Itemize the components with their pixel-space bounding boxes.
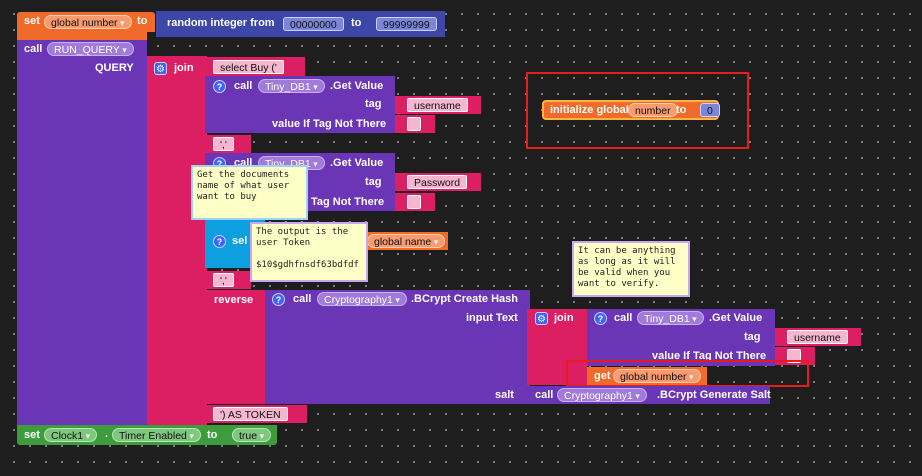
text-quote-block-1[interactable]: ',' bbox=[205, 135, 251, 153]
tag-not-there-label: Tag Not There bbox=[311, 196, 385, 208]
value-if-tag-not-there-label: value If Tag Not There bbox=[272, 118, 387, 130]
tag-label: tag bbox=[365, 98, 382, 110]
call-keyword: call bbox=[614, 312, 633, 324]
empty-text-value-3[interactable] bbox=[787, 349, 801, 363]
join-keyword: join bbox=[554, 312, 574, 324]
init-value[interactable]: 0 bbox=[700, 103, 720, 117]
set-keyword: set bbox=[24, 15, 40, 27]
join-mutator-icon[interactable]: ⚙ bbox=[535, 312, 548, 325]
global-number-dropdown[interactable]: global number bbox=[613, 369, 701, 383]
query-param-label: QUERY bbox=[95, 62, 134, 74]
component-dropdown[interactable]: Tiny_DB1 bbox=[258, 79, 325, 93]
empty-text-value[interactable] bbox=[407, 117, 421, 131]
comment-bubble-2[interactable]: The output is the user Token $10$gdhfnsd… bbox=[250, 222, 368, 282]
select-keyword: sel bbox=[232, 235, 248, 247]
tag-label: tag bbox=[365, 176, 382, 188]
help-icon[interactable]: ? bbox=[272, 293, 285, 306]
get-global-number-block[interactable]: get global number bbox=[587, 367, 707, 385]
component-dropdown[interactable]: Cryptography1 bbox=[317, 292, 407, 306]
text-quote-block-2[interactable]: ',' bbox=[205, 271, 251, 289]
set-block-tail bbox=[17, 32, 147, 40]
join-keyword: join bbox=[174, 62, 194, 74]
call-keyword: call bbox=[24, 43, 43, 55]
help-icon[interactable]: ? bbox=[213, 80, 226, 93]
set-clock-timer-block[interactable]: set Clock1 . Timer Enabled to true bbox=[17, 425, 277, 445]
call-keyword: call bbox=[293, 293, 312, 305]
method-label: .BCrypt Create Hash bbox=[411, 293, 518, 305]
boolean-value-dropdown[interactable]: true bbox=[232, 428, 272, 442]
to-keyword: to bbox=[676, 104, 687, 116]
set-global-number-block[interactable]: set global number to bbox=[17, 12, 155, 32]
set-keyword: set bbox=[24, 429, 40, 441]
help-icon[interactable]: ? bbox=[213, 235, 226, 248]
reverse-block[interactable]: reverse bbox=[205, 290, 267, 404]
clock-component-dropdown[interactable]: Clock1 bbox=[44, 428, 98, 442]
method-label: .Get Value bbox=[330, 80, 384, 92]
call-run-query-block[interactable]: call RUN_QUERY QUERY bbox=[17, 40, 147, 425]
global-name-dropdown[interactable]: global name bbox=[367, 234, 446, 248]
call-keyword: call bbox=[234, 80, 253, 92]
comment-bubble-3[interactable]: It can be anything as long as it will be… bbox=[572, 241, 690, 297]
text-username-block-2[interactable]: username bbox=[775, 328, 861, 346]
join-mutator-icon[interactable]: ⚙ bbox=[154, 62, 167, 75]
variable-dropdown[interactable]: global number bbox=[44, 15, 132, 29]
get-keyword: get bbox=[594, 370, 611, 382]
empty-text-value-2[interactable] bbox=[407, 195, 421, 209]
to-keyword: to bbox=[137, 15, 148, 27]
property-dropdown[interactable]: Timer Enabled bbox=[112, 428, 201, 442]
empty-text-block[interactable] bbox=[395, 115, 435, 133]
join-block-2[interactable]: ⚙ join bbox=[527, 309, 587, 385]
text-username-value[interactable]: username bbox=[407, 98, 468, 112]
crypto-create-hash-block[interactable]: ? call Cryptography1 .BCrypt Create Hash… bbox=[265, 290, 530, 404]
method-label: .Get Value bbox=[709, 312, 763, 324]
random-to-keyword: to bbox=[351, 17, 362, 29]
to-keyword: to bbox=[207, 429, 218, 441]
reverse-keyword: reverse bbox=[214, 294, 254, 306]
comment-bubble-1[interactable]: Get the documents name of what user want… bbox=[191, 165, 308, 220]
tag-label: tag bbox=[744, 331, 761, 343]
text-quote-value-2[interactable]: ',' bbox=[213, 273, 234, 287]
initialize-global-label: initialize global bbox=[550, 104, 629, 116]
tinydb-get-value-block-1[interactable]: ? call Tiny_DB1 .Get Value tag value If … bbox=[205, 76, 395, 133]
value-if-tag-not-there-label: value If Tag Not There bbox=[652, 350, 767, 362]
random-from-value[interactable]: 00000000 bbox=[283, 17, 344, 31]
empty-text-block-2[interactable] bbox=[395, 193, 435, 211]
random-integer-block[interactable]: random integer from 00000000 to 99999999 bbox=[156, 11, 445, 37]
call-keyword: call bbox=[535, 389, 554, 401]
text-username-value-2[interactable]: username bbox=[787, 330, 848, 344]
salt-label: salt bbox=[495, 389, 514, 401]
component-dropdown[interactable]: Cryptography1 bbox=[557, 388, 647, 402]
method-label: .BCrypt Generate Salt bbox=[657, 389, 771, 401]
random-integer-label: random integer from bbox=[167, 17, 275, 29]
text-select-value[interactable]: select Buy (' bbox=[213, 60, 284, 74]
highlight-initialize bbox=[526, 72, 749, 149]
text-password-value[interactable]: Password bbox=[407, 175, 468, 189]
help-icon[interactable]: ? bbox=[594, 312, 607, 325]
initialize-global-block[interactable]: initialize global number to 0 bbox=[542, 100, 720, 120]
text-password-block[interactable]: Password bbox=[395, 173, 481, 191]
text-username-block[interactable]: username bbox=[395, 96, 481, 114]
component-dropdown[interactable]: Tiny_DB1 bbox=[637, 311, 704, 325]
init-var-name[interactable]: number bbox=[628, 103, 678, 117]
join-block[interactable]: ⚙ join bbox=[147, 56, 207, 425]
get-global-name-block[interactable]: global name bbox=[362, 232, 448, 250]
text-quote-value-1[interactable]: ',' bbox=[213, 137, 234, 151]
input-text-label: input Text bbox=[466, 312, 518, 324]
dot-separator: . bbox=[105, 428, 109, 440]
procedure-dropdown[interactable]: RUN_QUERY bbox=[47, 42, 134, 56]
tinydb-get-value-block-3[interactable]: ? call Tiny_DB1 .Get Value tag value If … bbox=[587, 309, 775, 366]
text-select-block[interactable]: select Buy (' bbox=[205, 57, 305, 76]
random-to-value[interactable]: 99999999 bbox=[376, 17, 437, 31]
crypto-generate-salt-block[interactable]: call Cryptography1 .BCrypt Generate Salt bbox=[527, 386, 771, 404]
text-as-token-block[interactable]: ') AS TOKEN bbox=[205, 405, 307, 423]
highlight-get-number bbox=[566, 360, 809, 387]
text-as-token-value[interactable]: ') AS TOKEN bbox=[213, 407, 288, 421]
method-label: .Get Value bbox=[330, 157, 384, 169]
